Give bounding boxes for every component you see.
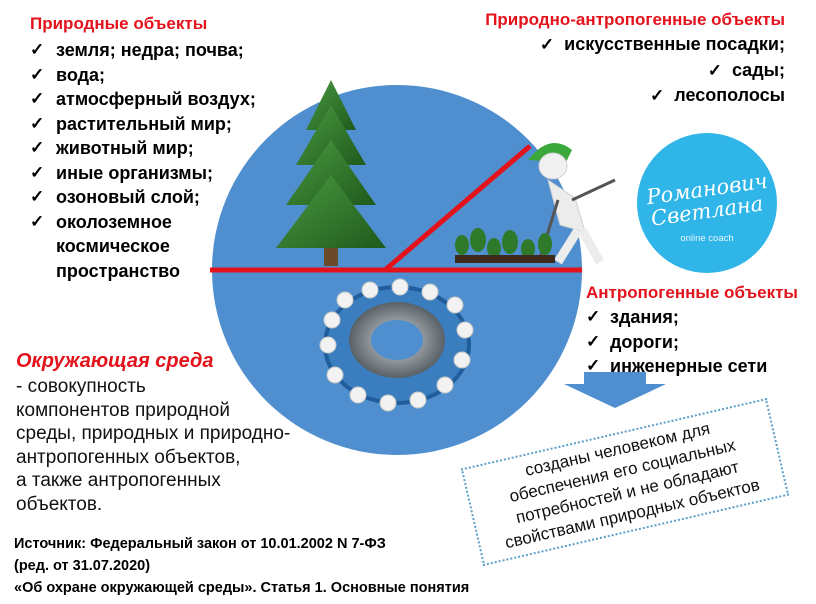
check-icon: ✓ [30,64,45,84]
anthropogenic-item: ✓ инженерные сети [586,354,811,379]
natural-item-label: животный мир; [56,138,194,158]
natural-anthropogenic-list: ✓ искусственные посадки; ✓ сады; ✓ лесополо… [440,32,785,109]
check-icon: ✓ [30,113,45,133]
natural-item-label: пространство [56,260,180,281]
check-icon: ✓ [30,162,45,182]
mixed-item-label: лесополосы [674,85,785,105]
fir-tree-illustration [276,80,386,266]
check-icon: ✓ [30,40,45,59]
natural-item-label: вода; [56,64,106,85]
definition-text: - совокупность компонентов природной сре… [16,375,336,516]
check-icon: ✓ [30,89,45,108]
source-line: Источник: Федеральный закон от 10.01.200… [14,536,386,552]
natural-item: ✓ озоновый слой; [30,185,290,210]
mixed-item-label: сады; [731,59,785,80]
definition-line: объектов. [16,493,103,515]
natural-item: ✓ земля; недра; почва; [30,38,290,63]
people-ring-illustration [319,278,474,412]
mixed-item: ✓ сады; [440,58,785,84]
natural-item: ✓ атмосферный воздух; [30,87,290,112]
definition-block: Окружающая среда - совокупность компонен… [16,350,336,516]
anthropogenic-title: Антропогенные объекты [586,283,798,302]
natural-item-label: растительный мир; [56,113,232,134]
check-icon: ✓ [30,211,45,231]
mixed-item-label: искусственные посадки; [564,34,785,54]
natural-item-label: космическое [56,236,170,256]
definition-line: компонентов природной [16,399,230,421]
natural-objects-section: Природные объекты ✓ земля; недра; почва; … [30,14,290,283]
definition-line: а также антропогенных [16,470,221,491]
anthropogenic-list: ✓ здания; ✓ дороги; ✓ инженерные сети [586,305,811,379]
check-icon: ✓ [586,307,601,326]
natural-objects-title: Природные объекты [30,14,208,33]
natural-item: ✓ вода; [30,63,290,88]
definition-line: - совокупность [16,376,146,397]
anthropogenic-item-label: дороги; [610,331,679,352]
check-icon: ✓ [650,86,665,105]
logo-tagline: online coach [680,233,734,244]
natural-item: ✓ животный мир; [30,136,290,161]
natural-item: ✓ околоземное [30,210,290,235]
check-icon: ✓ [586,356,601,375]
anthropogenic-item: ✓ здания; [586,305,811,330]
natural-item-continuation: космическое [30,234,290,259]
natural-item: ✓ иные организмы; [30,161,290,186]
down-arrow-icon [564,372,666,408]
source-citation: Источник: Федеральный закон от 10.01.200… [14,533,574,599]
natural-item-continuation: пространство [30,259,290,284]
check-icon: ✓ [30,138,45,157]
anthropogenic-item: ✓ дороги; [586,330,811,355]
definition-line: антропогенных объектов, [16,446,241,468]
check-icon: ✓ [539,35,555,54]
seedlings-illustration [455,228,555,263]
check-icon: ✓ [30,187,45,206]
natural-anthropogenic-title: Природно-антропогенные объекты [485,10,785,29]
natural-item-label: иные организмы; [56,162,213,183]
natural-item-label: земля; недра; почва; [56,40,244,60]
natural-anthropogenic-section: Природно-антропогенные объекты ✓ искусств… [440,10,785,109]
anthropogenic-item-label: здания; [610,307,679,327]
definition-line: среды, природных и природно- [16,423,291,444]
check-icon: ✓ [707,60,722,80]
source-line: (ред. от 31.07.2020) [14,558,151,574]
natural-item-label: озоновый слой; [56,187,200,207]
mixed-item: ✓ лесополосы [440,83,785,109]
anthropogenic-section: Антропогенные объекты ✓ здания; ✓ дороги; … [586,283,811,379]
definition-title: Окружающая среда [16,350,214,372]
gardener-illustration [528,142,616,265]
check-icon: ✓ [586,331,601,351]
mixed-item: ✓ искусственные посадки; [440,32,785,58]
author-logo: Романович Светлана online coach [637,133,777,273]
natural-item-label: околоземное [56,211,172,232]
divider-diagonal [383,144,532,272]
natural-objects-list: ✓ земля; недра; почва; ✓ вода; ✓ атмосферны… [30,38,290,283]
source-line: «Об охране окружающей среды». Статья 1. … [14,580,470,596]
anthropogenic-item-label: инженерные сети [610,356,768,376]
natural-item: ✓ растительный мир; [30,112,290,137]
natural-item-label: атмосферный воздух; [56,89,256,109]
